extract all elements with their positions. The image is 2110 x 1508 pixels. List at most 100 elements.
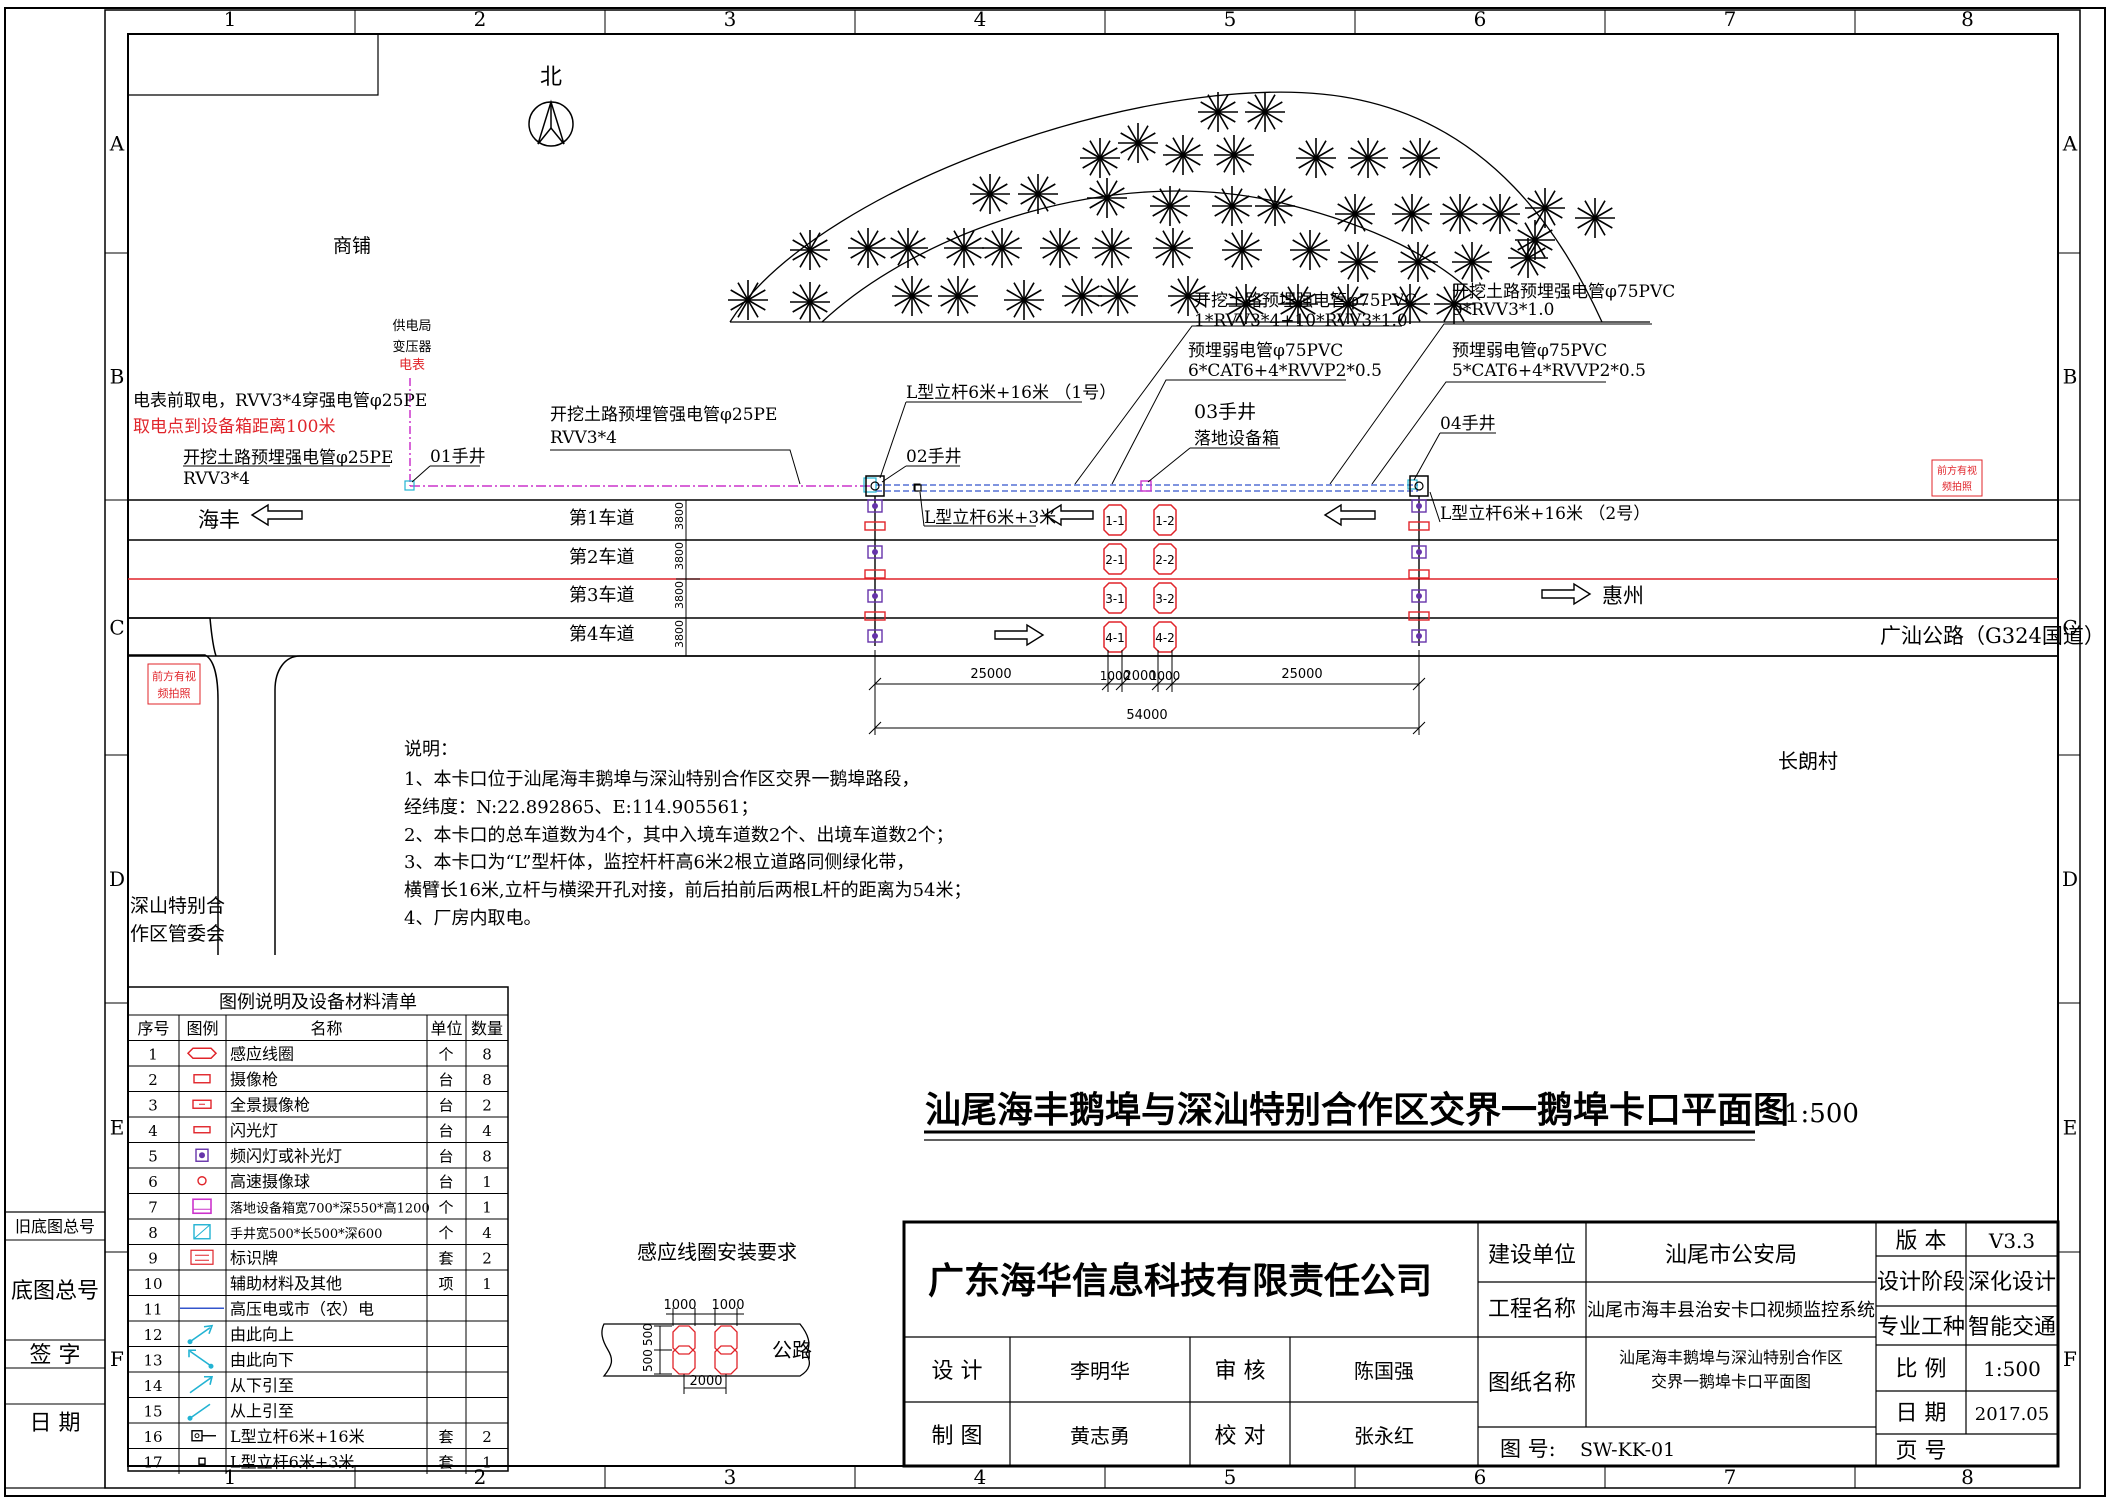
grid-row-label: E (2063, 1116, 2078, 1140)
svg-text:1:500: 1:500 (1983, 1357, 2041, 1381)
svg-text:旧底图总号: 旧底图总号 (15, 1217, 95, 1236)
legend-qty: 4 (482, 1122, 492, 1140)
svg-text:制 图: 制 图 (932, 1424, 983, 1449)
coil-label: 3-2 (1155, 592, 1175, 606)
tree-icon (1392, 194, 1432, 234)
drawing-title: 汕尾海丰鹅埠与深汕特别合作区交界一鹅埠卡口平面图 (925, 1089, 1789, 1131)
grid-col-label: 5 (1224, 7, 1237, 31)
grid-col-label: 6 (1474, 7, 1487, 31)
legend-index: 1 (148, 1045, 158, 1063)
svg-text:前方有视: 前方有视 (152, 669, 196, 683)
tree-icon (790, 282, 830, 322)
svg-text:3800: 3800 (673, 542, 686, 570)
well-04-label: 04手井 (1440, 414, 1496, 434)
legend-name: 由此向下 (230, 1350, 294, 1369)
tree-icon (1278, 284, 1318, 324)
legend-unit: 台 (438, 1147, 453, 1165)
svg-text:比 例: 比 例 (1896, 1357, 1947, 1382)
legend-name: 由此向上 (230, 1325, 294, 1344)
svg-text:签 字: 签 字 (30, 1343, 81, 1368)
committee-line2: 作区管委会 (130, 923, 225, 945)
pipe-leaders (1074, 323, 1652, 485)
legend-name: 标识牌 (230, 1248, 278, 1267)
legend-index: 6 (148, 1173, 158, 1191)
grid-row-label: F (110, 1347, 124, 1371)
legend-name: L型立杆6米+16米 (230, 1427, 365, 1446)
svg-text:说明：: 说明： (404, 739, 458, 760)
legend-pano-icon (192, 1099, 212, 1109)
svg-text:底图总号: 底图总号 (11, 1279, 99, 1304)
svg-text:日 期: 日 期 (30, 1411, 81, 1436)
signboard-right: 前方有视 频拍照 (1931, 459, 1983, 497)
svg-text:3800: 3800 (673, 581, 686, 609)
distance-dims (868, 650, 1426, 735)
legend-fromdown-icon (189, 1375, 214, 1394)
svg-text:版 本: 版 本 (1896, 1229, 1947, 1254)
grid-col-label: 7 (1724, 1465, 1737, 1489)
tree-icon (982, 228, 1022, 268)
tree-icon (1290, 230, 1330, 270)
grid-row-label: B (2063, 365, 2078, 389)
small-pole-icon (914, 484, 922, 492)
legend-qty: 2 (482, 1096, 492, 1114)
tree-icon (1198, 92, 1238, 132)
tree-icon (1214, 135, 1254, 175)
legend-unit: 台 (438, 1071, 453, 1089)
tree-icon (1062, 276, 1102, 316)
tree-icon (1118, 123, 1158, 163)
tree-icon (1212, 186, 1252, 226)
tree-icon (1080, 138, 1120, 178)
pipe-a-line2: RVV3*4 (183, 469, 250, 489)
well-02-label: 02手井 (906, 447, 962, 467)
legend-qty: 4 (482, 1224, 492, 1242)
legend-unit: 台 (438, 1096, 453, 1114)
legend-index: 2 (148, 1071, 158, 1089)
grid-row-label: C (109, 616, 124, 640)
svg-text:3800: 3800 (673, 620, 686, 648)
legend-header: 名称 (310, 1019, 342, 1038)
legend-qty: 8 (482, 1071, 492, 1089)
tree-icon (790, 230, 830, 270)
svg-text:第1车道: 第1车道 (569, 508, 634, 529)
legend-pole16-icon (191, 1430, 216, 1442)
coil-label: 1-2 (1155, 514, 1175, 528)
svg-text:汕尾海丰鹅埠与深汕特别合作区: 汕尾海丰鹅埠与深汕特别合作区 (1619, 1348, 1843, 1367)
legend-index: 9 (148, 1249, 158, 1267)
coil-icon: 2-2 (1153, 543, 1177, 575)
tree-icon (1018, 174, 1058, 214)
svg-text:页 号: 页 号 (1896, 1439, 1947, 1464)
road-name: 广汕公路（G324国道） (1880, 624, 2105, 648)
svg-text:频拍照: 频拍照 (1942, 480, 1972, 493)
cable-trench (863, 477, 1418, 493)
svg-text:交界一鹅埠卡口平面图: 交界一鹅埠卡口平面图 (1651, 1372, 1811, 1391)
pipe-f-line2: 5*CAT6+4*RVVP2*0.5 (1452, 361, 1646, 381)
legend-name: 频闪灯或补光灯 (230, 1146, 342, 1165)
legend-index: 10 (143, 1275, 162, 1293)
grid-col-label: 3 (724, 1465, 737, 1489)
tree-icon (1328, 284, 1368, 324)
svg-text:1000: 1000 (711, 1298, 744, 1313)
legend-index: 11 (143, 1300, 162, 1318)
legend-fromup-icon (187, 1403, 211, 1421)
svg-text:前方有视: 前方有视 (1937, 464, 1977, 477)
tree-icon (1515, 220, 1555, 260)
tree-icon (944, 228, 984, 268)
legend-up-icon (187, 1324, 214, 1345)
tree-icon (1087, 178, 1127, 218)
svg-text:2000: 2000 (689, 1374, 722, 1389)
legend-flash-icon (193, 1126, 211, 1134)
road (128, 499, 2058, 955)
svg-text:3800: 3800 (673, 502, 686, 530)
coil-icon: 1-2 (1153, 504, 1177, 536)
drawing-scale: 1:500 (1784, 1099, 1859, 1129)
svg-text:2017.05: 2017.05 (1975, 1404, 2049, 1425)
grid-col-label: 1 (224, 7, 237, 31)
coil-label: 1-1 (1105, 514, 1125, 528)
tree-icon (1150, 186, 1190, 226)
pipe-b-line2: RVV3*4 (550, 428, 617, 448)
svg-text:图例说明及设备材料清单: 图例说明及设备材料清单 (219, 992, 417, 1013)
tree-icon (1226, 284, 1266, 324)
svg-text:审 核: 审 核 (1215, 1359, 1266, 1384)
